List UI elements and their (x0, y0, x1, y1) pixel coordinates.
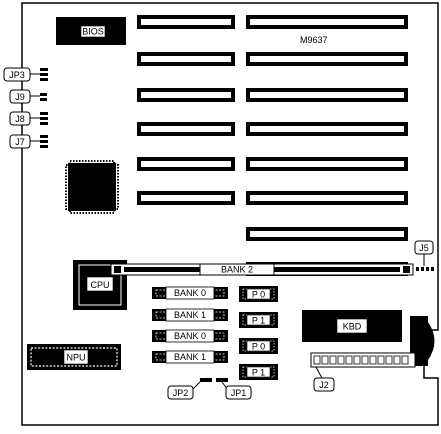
bank-simm-1: BANK 1 (152, 308, 228, 322)
parity-chip-1: P 1 (239, 312, 278, 328)
jumper-j2-label: J2 (319, 380, 329, 390)
parity-chip-2: P 0 (239, 338, 278, 354)
bank-label: BANK 0 (174, 331, 206, 341)
bank2-simm: BANK 2 (110, 263, 414, 276)
jumper-jp2: JP2 (167, 378, 212, 400)
bank-label: BANK 0 (174, 288, 206, 298)
jumper-j9-label: J9 (15, 92, 25, 102)
jumper-jp1: JP1 (216, 378, 252, 400)
parity-label: P 1 (252, 368, 265, 378)
bios-chip: BIOS (56, 17, 126, 45)
jumper-j7: J7 (9, 134, 48, 149)
bank2-label: BANK 2 (221, 265, 253, 275)
parity-label: P 0 (252, 290, 265, 300)
keyboard-controller: KBD (302, 310, 402, 342)
jumper-j8-label: J8 (15, 114, 25, 124)
jumper-j9: J9 (9, 89, 47, 104)
bank-label: BANK 1 (174, 352, 206, 362)
bank-simm-3: BANK 1 (152, 350, 228, 364)
bios-label: BIOS (82, 27, 104, 37)
kbd-label: KBD (343, 322, 362, 332)
jumper-j8: J8 (9, 111, 48, 126)
jumper-jp1-label: JP1 (231, 388, 247, 398)
bank-label: BANK 1 (174, 310, 206, 320)
cpu-label: CPU (90, 280, 109, 290)
parity-label: P 0 (252, 342, 265, 352)
parity-chip-0: P 0 (239, 286, 278, 302)
chipset (65, 160, 119, 214)
board-model-label: M9637 (300, 35, 328, 45)
jumper-j5: J5 (414, 240, 434, 271)
npu-label: NPU (66, 353, 85, 363)
jumper-j5-label: J5 (419, 243, 429, 253)
bank-simm-0: BANK 0 (152, 286, 228, 300)
parity-chip-3: P 1 (239, 364, 278, 380)
jumper-jp3-label: JP3 (9, 70, 25, 80)
npu-socket: NPU (27, 344, 121, 370)
parity-label: P 1 (252, 316, 265, 326)
bank-simm-2: BANK 0 (152, 329, 228, 343)
jumper-jp3: JP3 (3, 67, 48, 82)
jumper-j7-label: J7 (15, 137, 25, 147)
j2-connector: J2 (310, 352, 416, 392)
jumper-jp2-label: JP2 (173, 388, 189, 398)
